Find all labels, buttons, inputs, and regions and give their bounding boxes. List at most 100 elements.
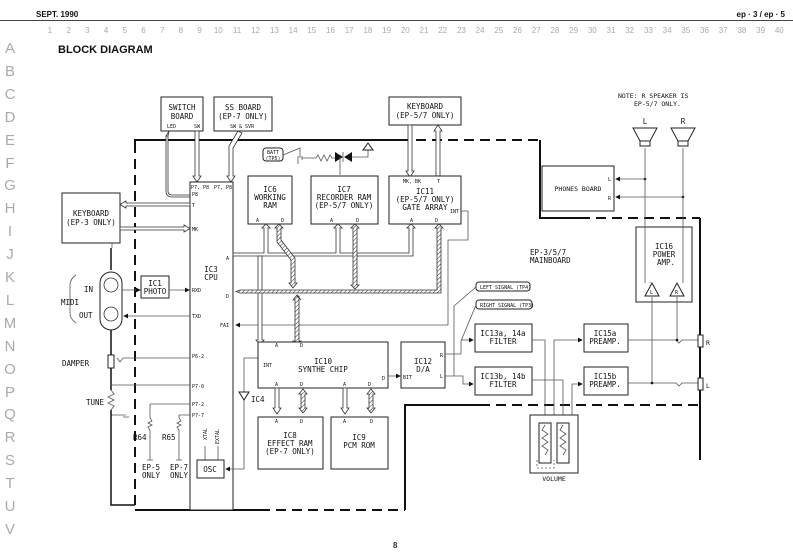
svg-text:L: L — [440, 374, 443, 380]
svg-text:BATT: BATT — [267, 150, 279, 156]
output-r-jack — [697, 334, 704, 348]
svg-text:L: L — [650, 290, 653, 296]
row-letter: L — [5, 291, 15, 309]
ic9-addr-arrow — [340, 387, 350, 415]
svg-text:PCM ROM: PCM ROM — [343, 441, 375, 450]
column-number: 34 — [662, 26, 672, 35]
column-number: 14 — [288, 26, 298, 35]
ic13a-filter: IC13a, 14a FILTER — [474, 323, 533, 353]
ic9-pcm-rom: A D IC9 PCM ROM — [330, 416, 389, 470]
column-number: 39 — [756, 26, 766, 35]
svg-text:BIT: BIT — [403, 375, 412, 381]
mainboard-outline — [134, 139, 701, 511]
svg-text:(EP-7 ONLY): (EP-7 ONLY) — [218, 112, 268, 121]
svg-text:PHOTO: PHOTO — [144, 287, 167, 296]
svg-text:BOARD: BOARD — [171, 112, 194, 121]
svg-text:RECORDER RAM: RECORDER RAM — [317, 193, 372, 202]
r64-resistor — [147, 417, 153, 461]
left-signal-tp4: LEFT SIGNAL (TP4) — [475, 281, 531, 292]
svg-text:D: D — [281, 218, 284, 224]
svg-text:WORKING: WORKING — [254, 193, 286, 202]
ss-board: SS BOARD (EP-7 ONLY) SW & SVR — [213, 96, 273, 132]
page-number: 8 — [393, 541, 398, 550]
ic16-power-amp: IC16 POWER AMP. L R — [635, 226, 693, 303]
svg-text:P7, P8: P7, P8 — [191, 185, 209, 191]
svg-text:EFFECT RAM: EFFECT RAM — [267, 439, 313, 448]
column-number: 16 — [326, 26, 335, 35]
row-letter: T — [5, 475, 15, 493]
svg-text:A: A — [275, 382, 278, 388]
svg-text:A: A — [410, 218, 413, 224]
svg-text:(EP-3 ONLY): (EP-3 ONLY) — [66, 218, 116, 227]
ic1-photo: IC1 PHOTO — [140, 275, 170, 299]
osc-block: OSC — [196, 459, 225, 479]
svg-text:IC1: IC1 — [148, 279, 162, 288]
keyboard-ep3: KEYBOARD (EP-3 ONLY) — [61, 192, 121, 244]
svg-text:SS BOARD: SS BOARD — [225, 103, 262, 112]
column-number: 11 — [232, 26, 242, 35]
svg-text:MK: MK — [192, 227, 198, 233]
battery-circuit — [282, 147, 335, 164]
column-number: 25 — [494, 26, 504, 35]
svg-text:OSC: OSC — [203, 465, 217, 474]
svg-text:POWER: POWER — [653, 250, 676, 259]
svg-text:P8: P8 — [192, 192, 198, 198]
ic15a-preamp: IC15a PREAMP. — [583, 323, 629, 353]
r64-label: R64 — [133, 433, 147, 442]
column-number: 18 — [363, 26, 373, 35]
damper-label: DAMPER — [62, 359, 90, 368]
svg-text:IC8: IC8 — [283, 431, 297, 440]
keyboard-ep57: KEYBOARD (EP-5/7 ONLY) — [388, 96, 462, 126]
svg-text:PREAMP.: PREAMP. — [589, 380, 621, 389]
svg-text:IC7: IC7 — [337, 185, 351, 194]
svg-text:(EP-5/7 ONLY): (EP-5/7 ONLY) — [396, 195, 455, 204]
svg-text:D: D — [435, 218, 438, 224]
midi-connectors: IN OUT MIDI — [61, 243, 123, 331]
svg-text:P6-2: P6-2 — [192, 354, 204, 360]
svg-text:LEFT SIGNAL (TP4): LEFT SIGNAL (TP4) — [480, 285, 531, 291]
column-number: 35 — [681, 26, 691, 35]
t-arrow — [119, 200, 191, 209]
note-line1: NOTE: R SPEAKER IS — [618, 92, 689, 100]
svg-text:R: R — [675, 290, 679, 296]
ic9-data-arrow — [366, 388, 376, 414]
ic8-effect-ram: A D IC8 EFFECT RAM (EP-7 ONLY) — [257, 416, 324, 470]
row-letter: D — [4, 108, 16, 126]
column-number: 32 — [625, 26, 635, 35]
column-number: 7 — [159, 26, 165, 35]
svg-text:IC11: IC11 — [416, 187, 434, 196]
note-line2: EP-5/7 ONLY. — [634, 100, 681, 108]
svg-text:SW & SVR: SW & SVR — [230, 124, 255, 130]
svg-text:FAI: FAI — [220, 323, 229, 329]
ic7-recorder-ram: IC7 RECORDER RAM (EP-5/7 ONLY) A D — [310, 175, 379, 225]
r65-resistor — [176, 417, 182, 461]
svg-text:OUT: OUT — [79, 311, 93, 320]
row-letter: P — [4, 383, 15, 401]
row-letter: I — [7, 223, 13, 241]
vcc-symbol — [362, 142, 374, 151]
row-letter: G — [4, 177, 16, 195]
damper-switch — [107, 354, 115, 369]
ic11-gate-array: MK, BK T IC11 (EP-5/7 ONLY) GATE ARRAY I… — [388, 175, 462, 225]
column-number: 40 — [774, 26, 784, 35]
svg-text:A: A — [343, 419, 346, 425]
row-letter: S — [4, 452, 15, 470]
svg-text:IC16: IC16 — [655, 242, 674, 251]
svg-text:A: A — [256, 218, 259, 224]
svg-text:A: A — [275, 419, 278, 425]
svg-text:A: A — [330, 218, 333, 224]
svg-text:P7-2: P7-2 — [192, 402, 204, 408]
row-letter: N — [4, 337, 16, 355]
svg-text:AMP.: AMP. — [657, 258, 675, 267]
svg-text:LED: LED — [167, 124, 176, 130]
svg-text:RAM: RAM — [263, 201, 277, 210]
svg-text:KEYBOARD: KEYBOARD — [407, 102, 444, 111]
page-title: BLOCK DIAGRAM — [58, 44, 153, 56]
row-letter: B — [4, 62, 15, 80]
ic12-da: IC12 D/A BIT R L — [400, 341, 446, 389]
ic3-cpu: P7, P8 P7, P8 P8 T MK IC3 CPU A RXD D TX… — [189, 181, 234, 511]
svg-text:SW: SW — [194, 124, 201, 130]
mk-arrow — [119, 224, 191, 233]
